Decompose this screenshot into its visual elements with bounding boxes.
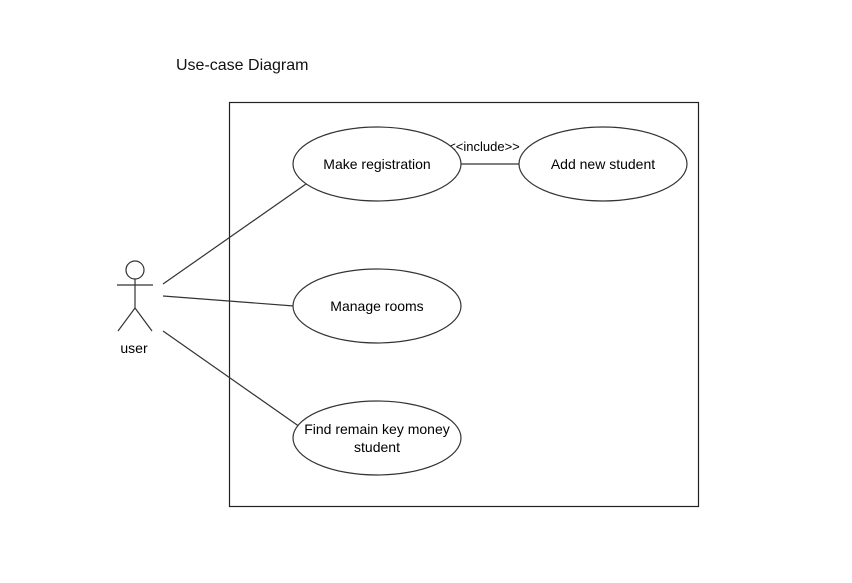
use-case-make-registration[interactable]: Make registration [292,126,462,202]
actor-right-leg [134,307,153,332]
use-case-ellipse [292,268,462,344]
association-find-remain-key-money [162,330,301,428]
actor-head [125,260,145,280]
association-make-registration [162,183,307,285]
diagram-title: Use-case Diagram [176,57,309,74]
use-case-label: Make registration [323,156,430,172]
use-case-ellipse [292,126,462,202]
use-case-label-line-1: Find remain key money [304,421,450,437]
use-case-manage-rooms[interactable]: Manage rooms [292,268,462,344]
use-case-find-remain-key-money[interactable]: Find remain key money student [292,400,462,476]
use-case-add-new-student[interactable]: Add new student [518,126,688,202]
actor-user[interactable]: user [117,260,153,356]
association-manage-rooms [162,295,295,307]
include-label: <<include>> [448,139,520,154]
use-case-label: Manage rooms [330,298,423,314]
use-case-label: Add new student [551,156,655,172]
system-boundary [228,101,700,508]
use-case-ellipse [518,126,688,202]
use-case-ellipse [292,400,462,476]
actor-left-leg [117,307,136,332]
use-case-label-line-2: student [354,439,400,455]
actor-label: user [120,340,148,356]
